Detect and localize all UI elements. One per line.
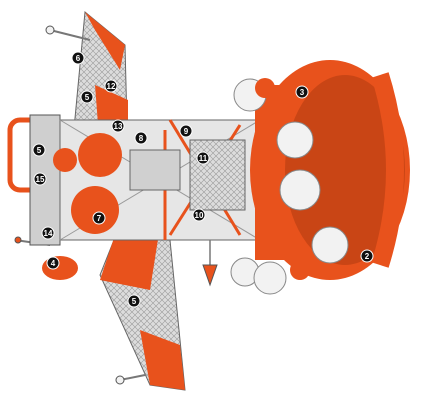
svg-text:14: 14 bbox=[44, 229, 53, 238]
callout-marker: 13 bbox=[111, 119, 125, 133]
svg-text:15: 15 bbox=[36, 175, 45, 184]
pressurant-tanks bbox=[230, 78, 349, 295]
callout-marker: 3 bbox=[295, 85, 309, 99]
svg-text:3: 3 bbox=[300, 88, 305, 97]
callout-marker: 10 bbox=[192, 208, 206, 222]
svg-text:7: 7 bbox=[97, 214, 102, 223]
svg-text:5: 5 bbox=[85, 93, 90, 102]
callout-marker: 5 bbox=[127, 294, 141, 308]
callout-markers: 6 5 12 13 8 9 11 5 15 7 10 14 4 5 3 2 bbox=[32, 51, 374, 308]
left-propellant-tanks bbox=[42, 133, 122, 280]
hanging-probe bbox=[202, 240, 218, 287]
callout-marker: 5 bbox=[32, 143, 46, 157]
callout-marker: 5 bbox=[80, 90, 94, 104]
callout-marker: 9 bbox=[179, 124, 193, 138]
svg-text:6: 6 bbox=[76, 54, 81, 63]
svg-text:2: 2 bbox=[365, 252, 370, 261]
callout-marker: 8 bbox=[134, 131, 148, 145]
svg-text:5: 5 bbox=[37, 146, 42, 155]
callout-marker: 4 bbox=[46, 256, 60, 270]
svg-text:10: 10 bbox=[195, 211, 204, 220]
callout-marker: 7 bbox=[92, 211, 106, 225]
svg-text:13: 13 bbox=[114, 122, 123, 131]
svg-text:9: 9 bbox=[184, 127, 189, 136]
callout-marker: 14 bbox=[41, 226, 55, 240]
engine-ring-assembly bbox=[250, 60, 410, 280]
callout-marker: 2 bbox=[360, 249, 374, 263]
antenna-booms bbox=[14, 25, 146, 385]
callout-marker: 6 bbox=[71, 51, 85, 65]
callout-marker: 11 bbox=[196, 151, 210, 165]
callout-marker: 15 bbox=[33, 172, 47, 186]
callout-marker: 12 bbox=[104, 79, 118, 93]
svg-text:8: 8 bbox=[139, 134, 144, 143]
svg-text:12: 12 bbox=[107, 82, 116, 91]
svg-text:11: 11 bbox=[199, 154, 208, 163]
svg-text:5: 5 bbox=[132, 297, 137, 306]
svg-text:4: 4 bbox=[51, 259, 56, 268]
